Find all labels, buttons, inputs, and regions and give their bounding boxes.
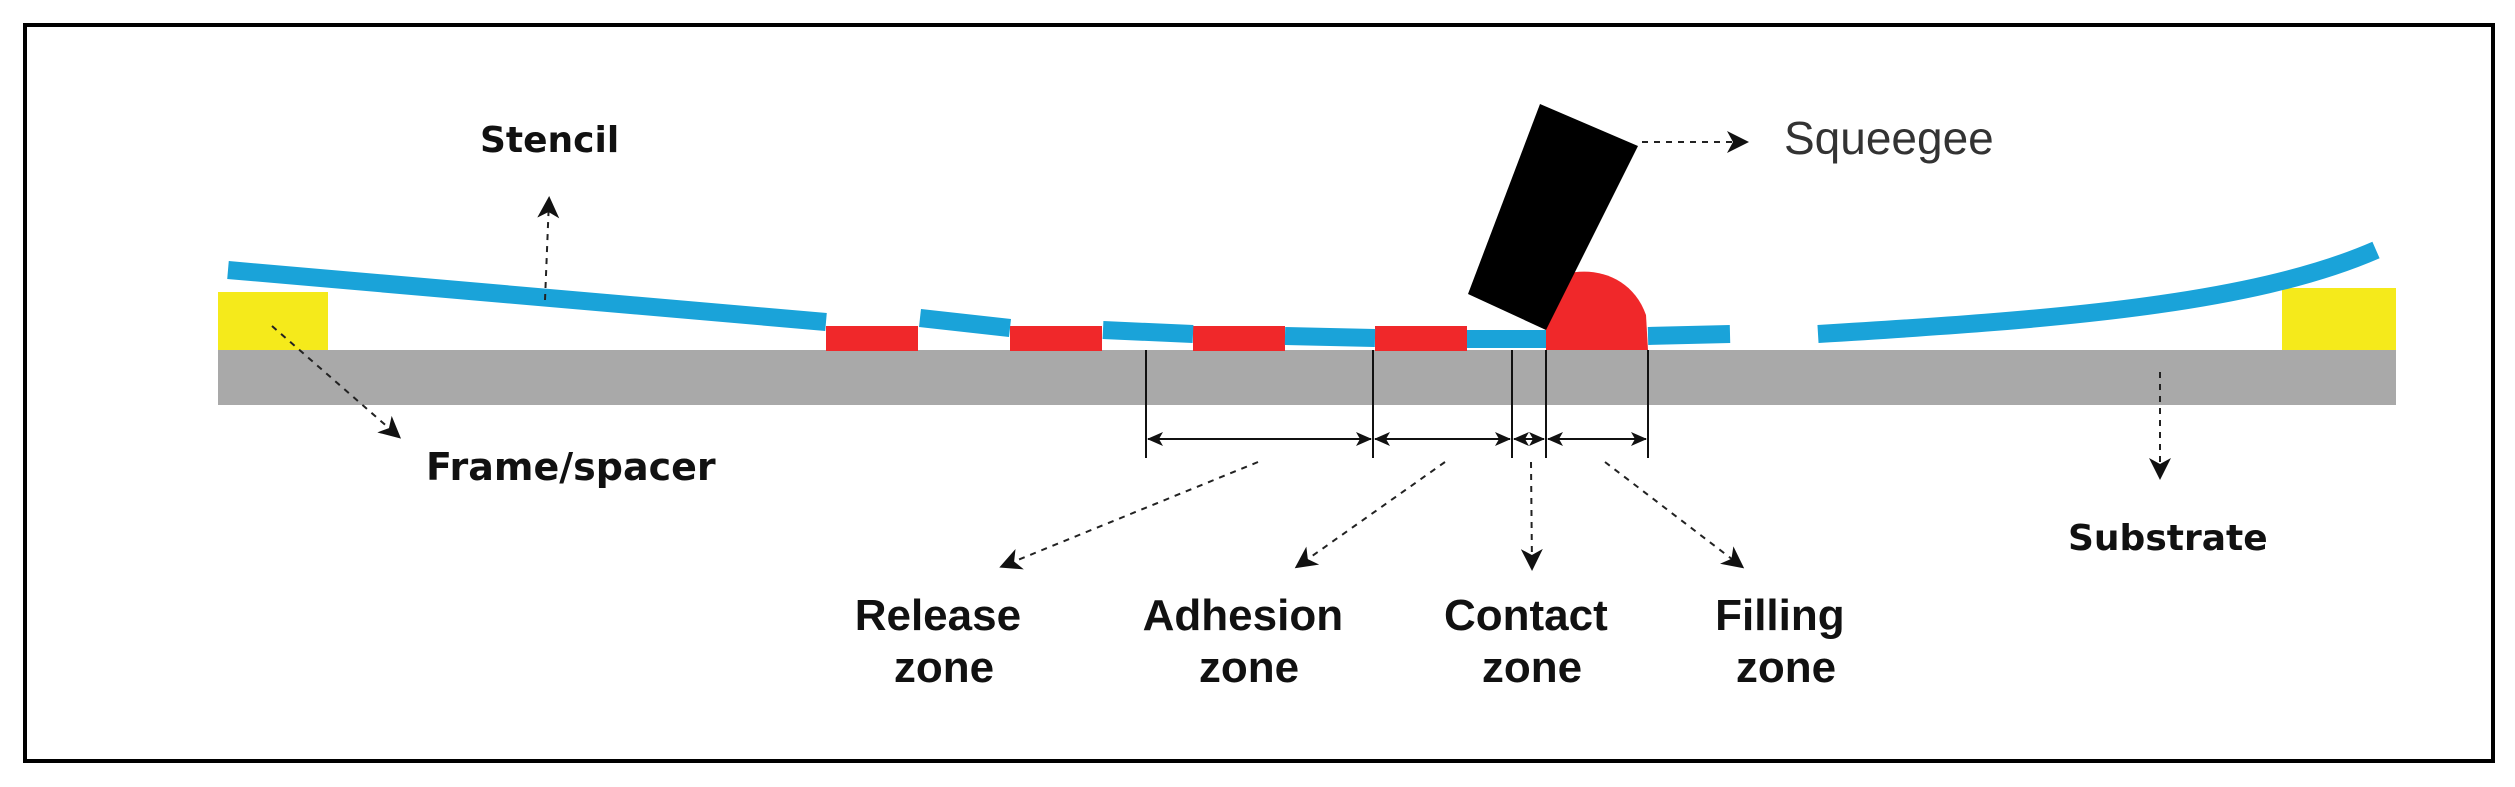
substrate-bar bbox=[218, 350, 2396, 405]
contact-zone-leader bbox=[1520, 461, 1543, 571]
stencil-leader bbox=[537, 196, 560, 301]
release-zone-label: Release zone bbox=[855, 591, 1034, 692]
frame-spacer-label: Frame/spacer bbox=[426, 445, 716, 489]
stencil-seg-1 bbox=[919, 309, 1011, 337]
frame-block-right bbox=[2282, 288, 2396, 350]
frame-spacer-leader bbox=[271, 325, 402, 439]
contact-zone-label: Contact zone bbox=[1444, 591, 1620, 692]
figure-border bbox=[23, 23, 2495, 763]
frame-block-left bbox=[218, 292, 328, 350]
adhesion-zone-leader bbox=[1294, 461, 1446, 569]
stencil-right-wing bbox=[1817, 241, 2380, 343]
paste-deposit-2 bbox=[1010, 326, 1102, 351]
paste-deposit-1 bbox=[826, 326, 918, 351]
paste-deposit-3 bbox=[1193, 326, 1285, 351]
squeegee-blade bbox=[1468, 104, 1638, 330]
substrate-label: Substrate bbox=[2068, 518, 2268, 559]
release-zone-leader bbox=[999, 461, 1259, 570]
stencil-seg-5 bbox=[1647, 325, 1731, 345]
filling-zone-leader bbox=[1604, 461, 1745, 569]
paste-deposit-4 bbox=[1375, 326, 1467, 351]
filling-zone-label: Filling zone bbox=[1715, 591, 1857, 692]
stencil-seg-3 bbox=[1284, 327, 1376, 347]
paste-bead bbox=[1546, 271, 1648, 350]
adhesion-zone-label: Adhesion zone bbox=[1143, 591, 1356, 692]
stencil-left-wing bbox=[227, 261, 827, 331]
stencil-label: Stencil bbox=[480, 120, 619, 161]
squeegee-label: Squeegee bbox=[1784, 112, 1994, 164]
stencil-seg-2 bbox=[1102, 321, 1194, 343]
